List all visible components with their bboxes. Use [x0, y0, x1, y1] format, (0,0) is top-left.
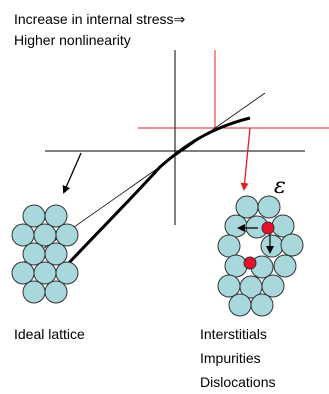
lattice-atom	[44, 242, 68, 266]
interstitial-atom	[261, 221, 275, 235]
lattice-atom	[224, 214, 248, 238]
lattice-atom	[22, 204, 46, 228]
lattice-atom	[273, 254, 297, 278]
nonlinear-stress-strain-curve	[64, 116, 251, 268]
arrow-to-defect-lattice	[240, 127, 251, 191]
heading-line-1: Increase in internal stress⇒	[14, 10, 185, 28]
lattice-atom	[22, 280, 46, 304]
lattice-atom	[250, 293, 274, 317]
lattice-atom	[224, 254, 248, 278]
lattice-atom	[217, 274, 241, 298]
impurity-atom	[243, 256, 257, 270]
lattice-atom	[217, 234, 241, 258]
lattice-atom	[44, 204, 68, 228]
lattice-atom	[44, 280, 68, 304]
defect-lattice-atoms	[217, 195, 304, 317]
defect-label-interstitials: Interstitials	[200, 326, 267, 342]
lattice-atom	[280, 233, 304, 257]
lattice-atom	[257, 195, 281, 219]
lattice-atom	[260, 234, 284, 258]
ideal-lattice-label: Ideal lattice	[14, 326, 85, 342]
lattice-atom	[235, 195, 259, 219]
defect-label-dislocations: Dislocations	[200, 374, 276, 390]
lattice-atom	[11, 223, 35, 247]
lattice-atom	[22, 242, 46, 266]
lattice-atom	[261, 274, 285, 298]
defect-label-impurities: Impurities	[200, 350, 261, 366]
lattice-atom	[55, 261, 79, 285]
strain-symbol: ε	[274, 174, 286, 199]
lattice-atom	[11, 261, 35, 285]
lattice-atom	[228, 293, 252, 317]
ideal-lattice-atoms	[11, 204, 79, 304]
lattice-atom	[33, 223, 57, 247]
lattice-atom	[55, 223, 79, 247]
heading-arrow: ⇒	[173, 11, 186, 27]
heading-line-2: Higher nonlinearity	[14, 32, 131, 48]
lattice-atom	[33, 261, 57, 285]
arrow-to-ideal-lattice	[62, 152, 82, 194]
heading-stress-text: Increase in internal stress	[14, 11, 174, 27]
